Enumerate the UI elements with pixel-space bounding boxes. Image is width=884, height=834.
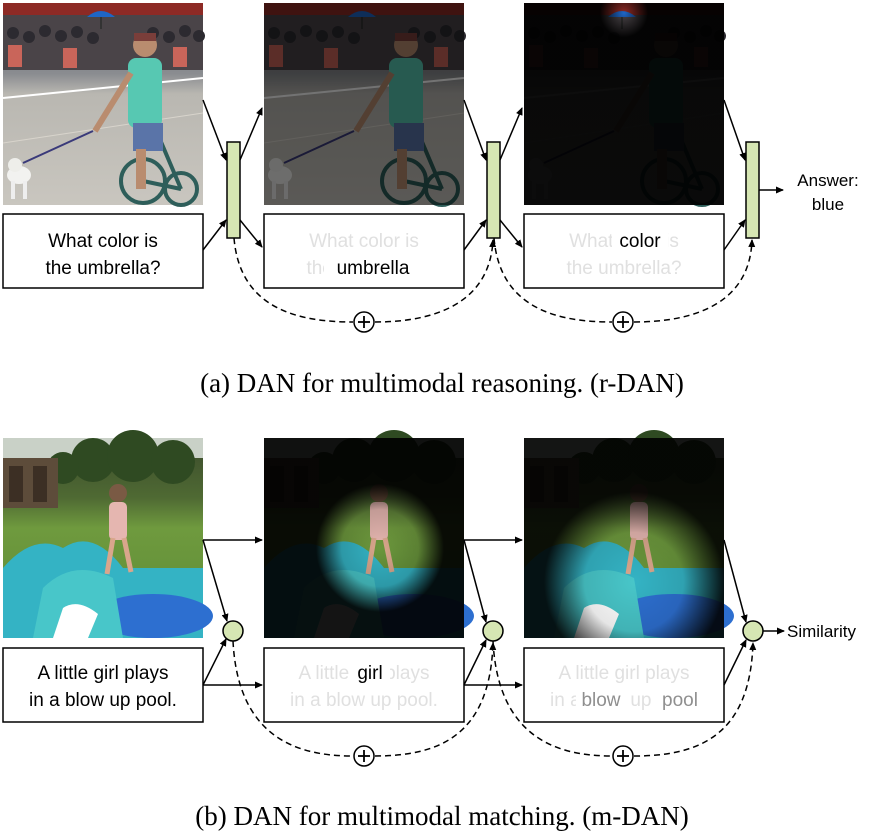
similarity-label: Similarity <box>787 622 856 641</box>
b-step2-focus-word-1: blow <box>581 690 620 711</box>
memory-cell-3 <box>745 141 760 239</box>
question-line2: the umbrella? <box>45 258 160 279</box>
answer-label: Answer: <box>797 171 858 190</box>
image-attention-step1-girl <box>264 430 474 638</box>
question-line1: What color is <box>48 231 158 252</box>
step2-focus-word: color <box>619 231 661 252</box>
question-box <box>2 213 204 289</box>
memory-cell-1 <box>226 141 241 239</box>
answer-value: blue <box>812 195 844 214</box>
step1-faded-line1: What color is <box>309 231 419 252</box>
image-attention-step2-pool <box>524 430 734 638</box>
image-original-street <box>3 3 205 205</box>
image-original-yard <box>3 430 213 638</box>
panel-a-arrows <box>202 99 784 333</box>
similarity-node-1 <box>222 620 244 642</box>
sentence-line1: A little girl plays <box>38 663 169 684</box>
caption-b: (b) DAN for multimodal matching. (m-DAN) <box>195 801 688 831</box>
plus-sign-icons <box>358 316 629 328</box>
step1-focus-word: umbrella <box>337 258 410 279</box>
memory-cell-2 <box>486 141 501 239</box>
b-step1-focus-word: girl <box>357 663 382 684</box>
b-step1-faded-line2: in a blow up pool. <box>290 690 438 711</box>
sentence-box <box>2 647 204 723</box>
sentence-line2: in a blow up pool. <box>29 690 177 711</box>
similarity-node-2 <box>482 620 504 642</box>
similarity-node-3 <box>742 620 764 642</box>
image-attention-step2-umbrella <box>524 3 726 205</box>
panel-b-m-dan: A little girl plays in a blow up pool. A… <box>3 430 856 831</box>
panel-a-r-dan: What color is the umbrella? What color i… <box>3 3 859 398</box>
caption-a: (a) DAN for multimodal reasoning. (r-DAN… <box>200 368 684 398</box>
b-step2-focus-word-2: pool <box>662 690 698 711</box>
b-plus-sign-icons <box>358 750 629 762</box>
b-step2-faded-line1: A little girl plays <box>559 663 690 684</box>
panel-b-arrows <box>202 536 785 767</box>
step2-faded-line2: the umbrella? <box>566 258 681 279</box>
image-attention-step1-street <box>264 3 466 205</box>
